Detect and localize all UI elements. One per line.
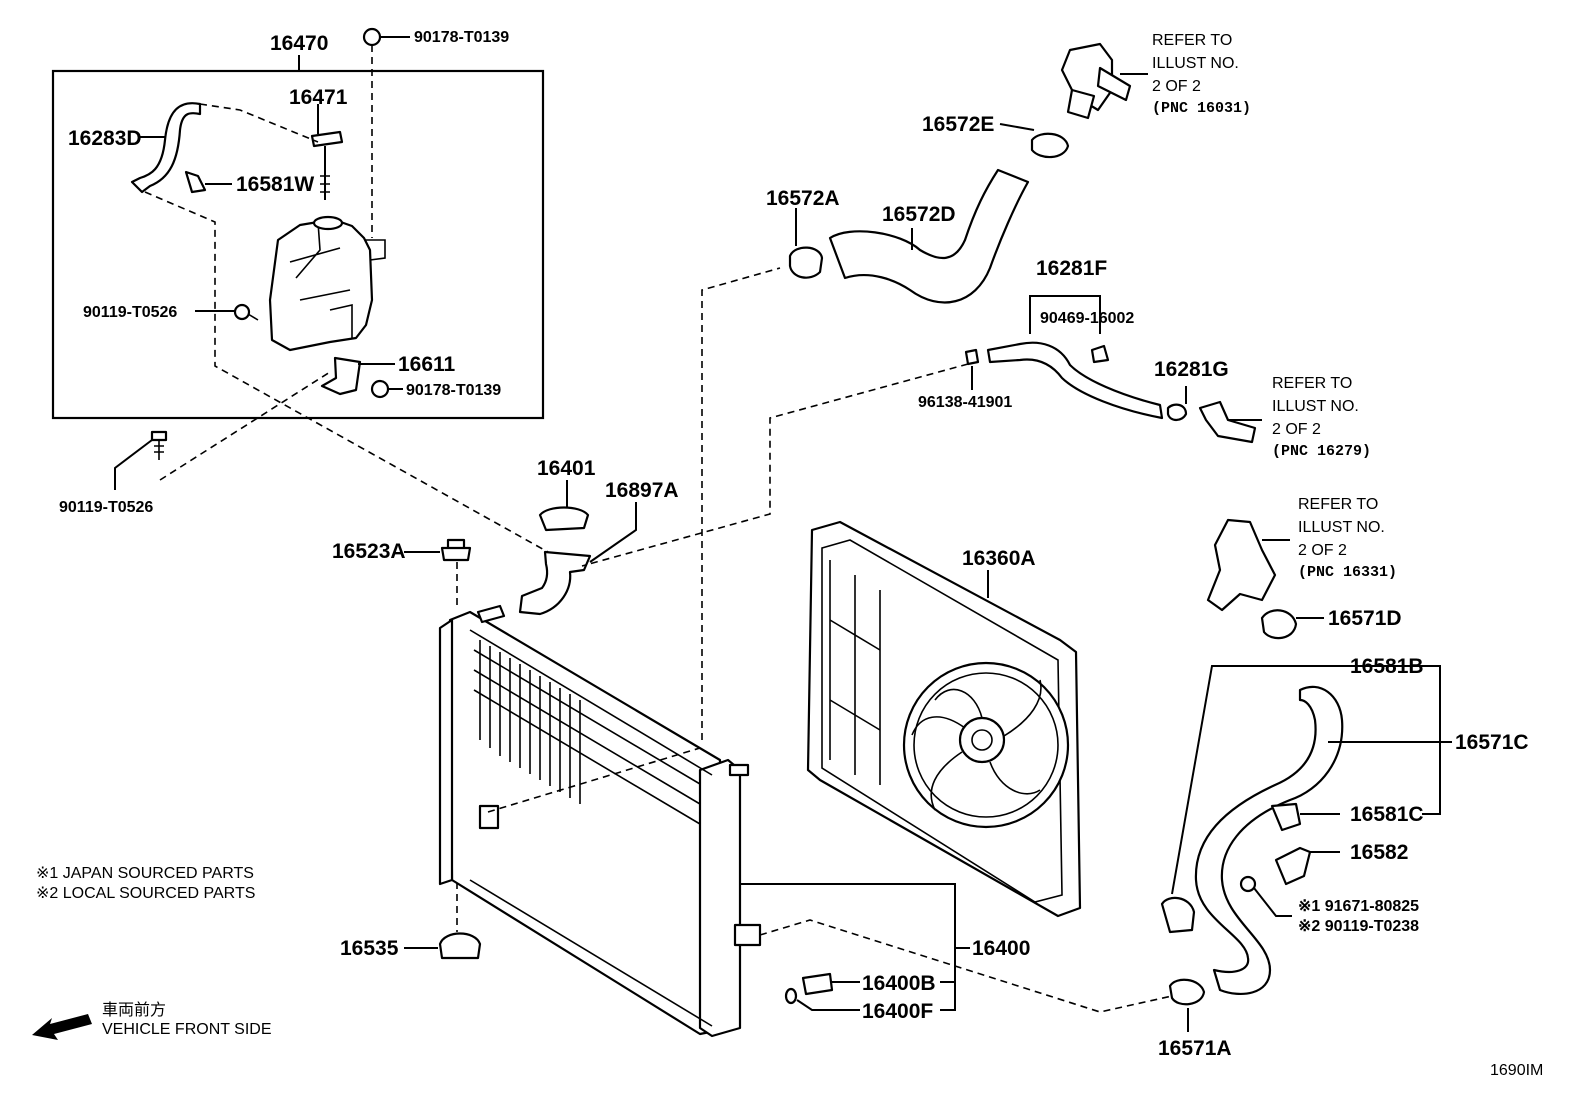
label-90119-t0526-tank: 90119-T0526 [83, 304, 177, 321]
radiator-inlet-hose [828, 168, 1030, 304]
bypass-hose [986, 341, 1164, 420]
reservoir-tank [268, 215, 386, 352]
label-16535: 16535 [340, 937, 399, 960]
reservoir-cap [310, 130, 344, 200]
label-90119-t0526-outer: 90119-T0526 [59, 499, 153, 516]
svg-text:ILLUST NO.: ILLUST NO. [1298, 519, 1385, 536]
label-16581w: 16581W [236, 173, 314, 196]
note-japan-sourced: ※1 JAPAN SOURCED PARTS [36, 865, 254, 882]
top-nut [362, 27, 382, 47]
label-16523a: 16523A [332, 540, 406, 563]
svg-text:REFER TO: REFER TO [1272, 375, 1352, 392]
note-local-sourced: ※2 LOCAL SOURCED PARTS [36, 885, 255, 902]
reference-pnc-16331: REFER TO ILLUST NO. 2 OF 2 (PNC 16331) [1298, 496, 1397, 581]
radiator-outlet-hose [1194, 685, 1344, 996]
label-90469-16002: 90469-16002 [1040, 310, 1134, 327]
label-16571d: 16571D [1328, 607, 1402, 630]
upper-mount-cushion [440, 538, 472, 562]
radiator-cap [538, 506, 590, 532]
label-16400: 16400 [972, 937, 1030, 960]
drain-o-ring [784, 987, 798, 1005]
tank-bolt [233, 303, 259, 321]
label-96138-41901: 96138-41901 [918, 394, 1012, 411]
label-16572a: 16572A [766, 187, 840, 210]
label-16281f: 16281F [1036, 257, 1107, 280]
outer-bolt [150, 430, 168, 460]
upper-hose-clamp-a [788, 246, 824, 279]
svg-text:ILLUST NO.: ILLUST NO. [1272, 398, 1359, 415]
label-16897a: 16897A [605, 479, 679, 502]
hose-clip [184, 170, 207, 194]
vehicle-front-arrow [32, 1014, 92, 1040]
tank-bracket [320, 356, 362, 396]
radiator [438, 604, 762, 1038]
label-16571a: 16571A [1158, 1037, 1232, 1060]
drain-cock [801, 972, 834, 996]
svg-text:REFER TO: REFER TO [1152, 32, 1232, 49]
label-90178-t0139-top: 90178-T0139 [414, 29, 509, 46]
label-16471: 16471 [289, 86, 348, 109]
upper-hose-clamp-e [1030, 132, 1070, 159]
reference-pnc-16031: REFER TO ILLUST NO. 2 OF 2 (PNC 16031) [1152, 32, 1251, 117]
bypass-pipe [1198, 400, 1257, 444]
svg-text:(PNC 16279): (PNC 16279) [1272, 443, 1371, 460]
hose-bracket [1274, 846, 1312, 886]
svg-text:2 OF 2: 2 OF 2 [1152, 78, 1201, 95]
lower-hose-clip-b [1160, 896, 1196, 934]
lower-hose-clamp-a [1168, 978, 1206, 1006]
label-16281g: 16281G [1154, 358, 1229, 381]
label-16400b: 16400B [862, 972, 936, 995]
label-16581b: 16581B [1350, 655, 1424, 678]
label-16581c: 16581C [1350, 803, 1424, 826]
water-inlet [1206, 518, 1277, 612]
filler-neck [518, 550, 592, 616]
label-16572d: 16572D [882, 203, 956, 226]
label-91671-80825: ※1 91671-80825 [1298, 898, 1419, 915]
bracket-bolt [1239, 875, 1257, 893]
label-16572e: 16572E [922, 113, 994, 136]
label-16470: 16470 [270, 32, 328, 55]
water-outlet [1060, 42, 1132, 120]
svg-text:ILLUST NO.: ILLUST NO. [1152, 55, 1239, 72]
tank-nut [370, 379, 390, 399]
label-16582: 16582 [1350, 841, 1408, 864]
bypass-clip [1090, 344, 1110, 364]
label-16283d: 16283D [68, 127, 142, 150]
illustration-id: 1690IM [1490, 1062, 1543, 1079]
bypass-clamp-g [1166, 403, 1188, 422]
label-16401: 16401 [537, 457, 596, 480]
label-90119-t0238: ※2 90119-T0238 [1298, 918, 1419, 935]
svg-text:(PNC 16331): (PNC 16331) [1298, 564, 1397, 581]
label-16400f: 16400F [862, 1000, 933, 1023]
label-16360a: 16360A [962, 547, 1036, 570]
note-front-en: VEHICLE FRONT SIDE [102, 1021, 272, 1038]
svg-text:2 OF 2: 2 OF 2 [1272, 421, 1321, 438]
svg-text:REFER TO: REFER TO [1298, 496, 1378, 513]
reference-pnc-16279: REFER TO ILLUST NO. 2 OF 2 (PNC 16279) [1272, 375, 1371, 460]
note-front-jp: 車両前方 [102, 1001, 166, 1019]
label-16611: 16611 [398, 353, 456, 376]
svg-text:(PNC 16031): (PNC 16031) [1152, 100, 1251, 117]
label-16571c: 16571C [1455, 731, 1529, 754]
bypass-clamp [964, 348, 980, 366]
lower-mount-cushion [438, 932, 482, 960]
fan-shroud [806, 520, 1082, 918]
svg-text:2 OF 2: 2 OF 2 [1298, 542, 1347, 559]
lower-hose-clamp-d [1260, 609, 1298, 640]
lower-hose-clip-c [1270, 802, 1302, 832]
overflow-hose [130, 102, 202, 194]
label-90178-t0139-bottom: 90178-T0139 [406, 382, 501, 399]
